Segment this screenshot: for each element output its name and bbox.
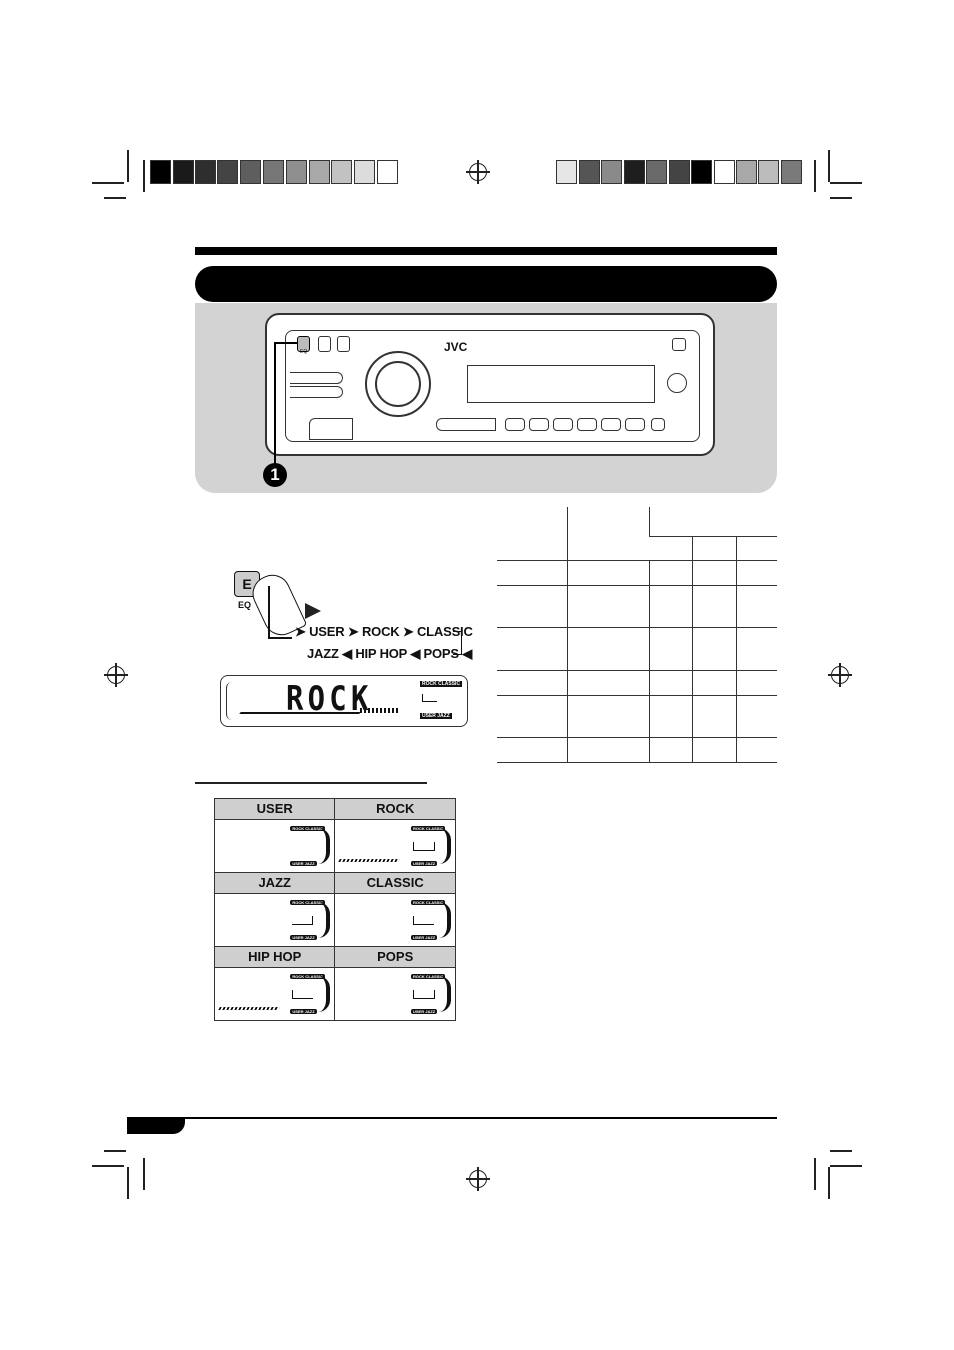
faceplate-button[interactable] <box>337 336 350 352</box>
crop-mark <box>143 1158 145 1190</box>
aux-jack <box>667 373 687 393</box>
arrow-right-icon <box>305 603 321 619</box>
mode-heading: JAZZ <box>213 872 336 894</box>
crop-mark <box>830 182 862 184</box>
eq-sequence-row-1: ➤ USER ➤ ROCK ➤ CLASSIC <box>295 624 473 639</box>
registration-mark <box>104 663 128 687</box>
faceplate-button[interactable] <box>318 336 331 352</box>
eq-sequence-row-2: JAZZ ◀ HIP HOP ◀ POPS ◀ <box>307 646 473 661</box>
preset-button[interactable] <box>529 418 549 431</box>
crop-mark <box>828 1167 830 1199</box>
section-header-bar <box>195 266 777 302</box>
side-button[interactable] <box>290 386 343 398</box>
eq-button[interactable] <box>297 336 310 352</box>
crop-mark <box>828 150 830 182</box>
mode-heading: CLASSIC <box>334 872 456 894</box>
preset-button[interactable] <box>601 418 621 431</box>
mode-heading: POPS <box>334 946 456 968</box>
callout-number: 1 <box>263 463 287 487</box>
footer-rule <box>127 1117 777 1119</box>
page-number-tab <box>127 1119 185 1134</box>
crop-mark <box>127 1167 129 1199</box>
mode-heading: ROCK <box>334 798 456 820</box>
flow-line <box>268 586 270 638</box>
crop-mark <box>92 182 124 184</box>
crop-mark <box>814 1158 816 1190</box>
flow-loop <box>453 631 462 655</box>
detach-button[interactable] <box>672 338 686 351</box>
registration-mark <box>466 160 490 184</box>
preset-button[interactable] <box>625 418 645 431</box>
eq-tiny-label: EQ <box>300 349 308 355</box>
settings-table <box>497 507 777 763</box>
crop-mark <box>92 1165 124 1167</box>
registration-mark <box>466 1167 490 1191</box>
flow-line <box>268 637 292 639</box>
lcd-eq-curve <box>422 694 437 702</box>
preset-button[interactable] <box>577 418 597 431</box>
faceplate-display <box>467 365 655 403</box>
crop-mark <box>830 1165 862 1167</box>
crop-mark <box>104 197 126 199</box>
mode-button[interactable] <box>436 418 496 431</box>
lcd-bracket <box>226 682 233 720</box>
volume-knob-inner <box>375 361 421 407</box>
callout-line <box>274 342 298 344</box>
eq-button-caption: EQ <box>238 600 252 610</box>
mode-heading: USER <box>213 798 336 820</box>
crop-mark <box>830 197 852 199</box>
brand-logo: JVC <box>444 340 468 354</box>
mode-heading: HIP HOP <box>213 946 336 968</box>
crop-mark <box>814 160 816 192</box>
crop-mark <box>127 150 129 182</box>
lcd-loud-bar <box>360 708 400 713</box>
lcd-level-bar <box>239 712 361 714</box>
crop-mark <box>104 1150 126 1152</box>
lcd-indicator-top: ROCK CLASSIC <box>420 681 463 687</box>
section-rule <box>195 247 777 255</box>
subheading-underline <box>195 782 427 784</box>
crop-mark <box>143 160 145 192</box>
disc-slot-button[interactable] <box>309 418 353 440</box>
preset-button[interactable] <box>505 418 525 431</box>
preset-button[interactable] <box>553 418 573 431</box>
side-button[interactable] <box>290 372 343 384</box>
preset-button[interactable] <box>651 418 665 431</box>
lcd-indicator-bottom: USER JAZZ <box>420 713 452 719</box>
callout-line <box>274 342 276 464</box>
crop-mark <box>830 1150 852 1152</box>
registration-mark <box>828 663 852 687</box>
